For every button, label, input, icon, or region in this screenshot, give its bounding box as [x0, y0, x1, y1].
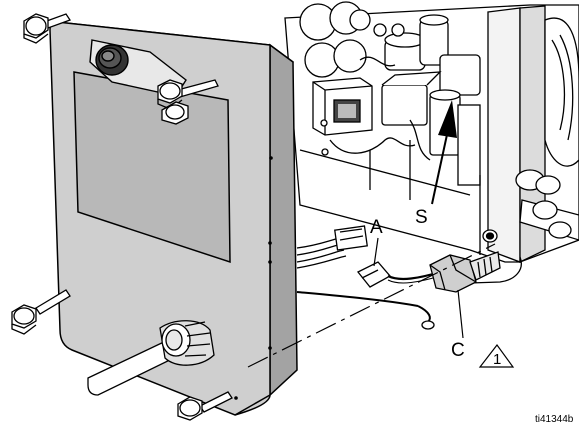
bolt-bottom-right: [177, 391, 233, 421]
alignment-dashed-line: [247, 243, 496, 368]
callout-a-label: A: [370, 217, 383, 238]
cable-gland: [87, 320, 215, 396]
ground-wire: [296, 256, 522, 330]
machine-internals: [284, 1, 579, 264]
connector-a: [356, 261, 441, 288]
note-triangle: 1: [478, 343, 515, 368]
callout-s-label: S: [415, 207, 428, 228]
figure-id: ti41344b: [535, 414, 574, 425]
callout-c: C: [451, 289, 465, 361]
bolt-knob-bracket: [157, 79, 219, 125]
front-cover-panel: [49, 21, 298, 416]
wire-harness: [296, 225, 368, 269]
fitting-c: [429, 251, 501, 293]
bolt-bottom-left: [11, 289, 71, 335]
arrow-s-pointer: [431, 100, 457, 205]
callout-c-label: C: [451, 340, 465, 361]
callout-a: A: [370, 217, 383, 267]
bolt-top-left: [23, 13, 71, 44]
note-number: 1: [493, 351, 501, 368]
callout-s: S: [415, 207, 428, 228]
